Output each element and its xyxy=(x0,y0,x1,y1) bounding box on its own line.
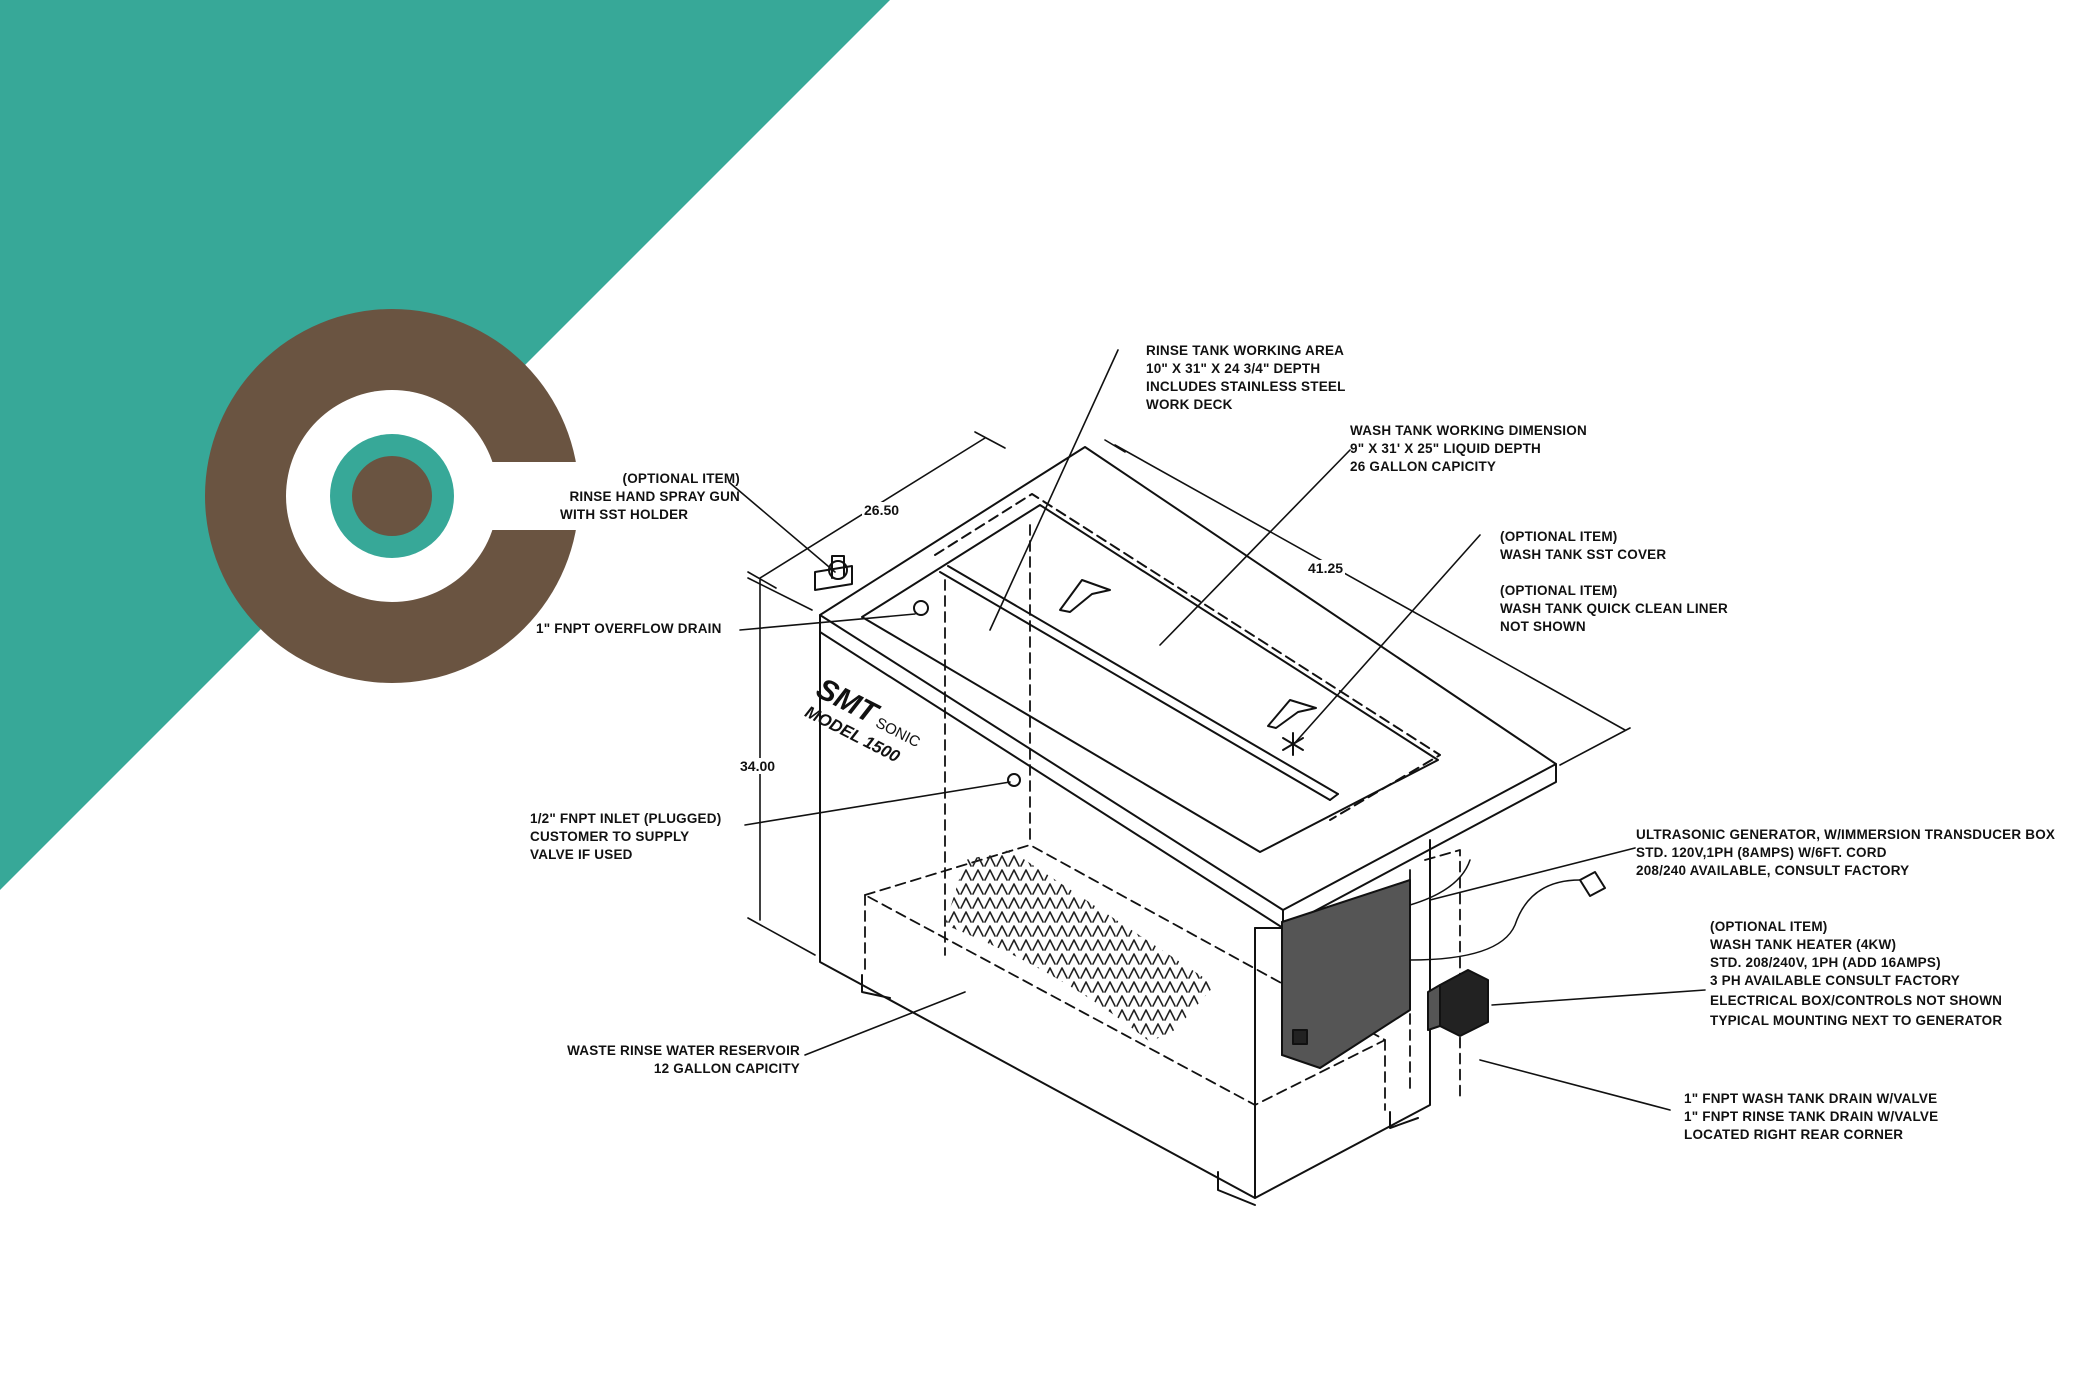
width-dimension: 26.50 xyxy=(862,502,902,518)
heater-box xyxy=(1427,969,1489,1037)
cabinet xyxy=(819,524,1461,1206)
ultrasonic-generator xyxy=(1281,859,1606,1069)
rinse-tank-callout: RINSE TANK WORKING AREA 10" X 31" X 24 3… xyxy=(1146,343,1346,412)
leader-lines xyxy=(729,349,1706,1111)
length-dimension: 41.25 xyxy=(1306,560,1346,576)
cover-callout: (OPTIONAL ITEM) WASH TANK SST COVER xyxy=(1500,529,1667,562)
logo-icon xyxy=(205,309,590,683)
generator-callout: ULTRASONIC GENERATOR, W/IMMERSION TRANSD… xyxy=(1636,827,2056,878)
liner-callout: (OPTIONAL ITEM) WASH TANK QUICK CLEAN LI… xyxy=(1500,583,1728,634)
wash-tank-callout: WASH TANK WORKING DIMENSION 9" X 31' X 2… xyxy=(1350,423,1587,474)
reservoir-callout: WASTE RINSE WATER RESERVOIR 12 GALLON CA… xyxy=(567,1043,800,1076)
transducer-array xyxy=(945,850,1215,1042)
overflow-drain-callout: 1" FNPT OVERFLOW DRAIN xyxy=(536,621,722,636)
heater-callout: (OPTIONAL ITEM) WASH TANK HEATER (4KW) S… xyxy=(1710,919,2003,1028)
spray-gun-callout: (OPTIONAL ITEM) RINSE HAND SPRAY GUN WIT… xyxy=(560,471,740,522)
top-deck xyxy=(814,446,1557,929)
height-dimension: 34.00 xyxy=(738,758,778,774)
inlet-callout: 1/2" FNPT INLET (PLUGGED) CUSTOMER TO SU… xyxy=(530,811,722,862)
drains-callout: 1" FNPT WASH TANK DRAIN W/VALVE 1" FNPT … xyxy=(1684,1091,1939,1142)
